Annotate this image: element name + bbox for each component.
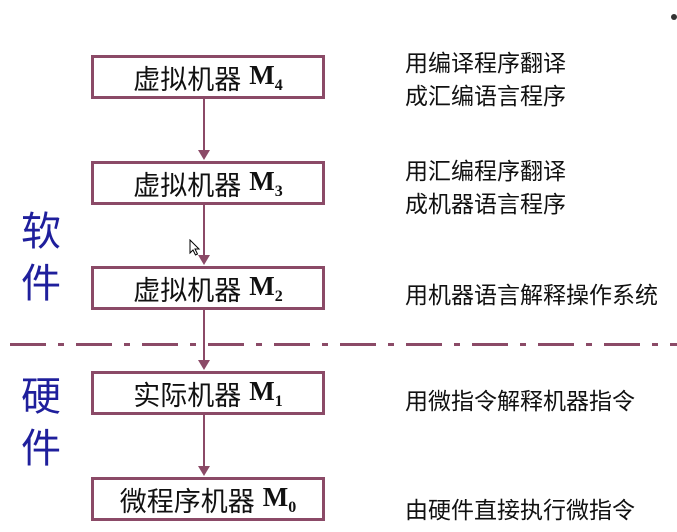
level-box-label: 虚拟机器 [133,170,242,202]
machine-symbol: M4 [249,59,283,94]
machine-symbol: M1 [249,375,283,410]
description-m4: 用编译程序翻译 成汇编语言程序 [405,48,677,114]
arrow-down-icon [198,415,210,476]
software-hardware-divider [10,343,677,346]
description-m0: 由硬件直接执行微指令 [405,495,677,528]
level-box-m1: 实际机器 M1 [91,371,325,415]
description-m3: 用汇编程序翻译 成机器语言程序 [405,156,677,222]
level-box-label: 虚拟机器 [133,64,242,96]
description-line: 成机器语言程序 [405,192,566,218]
hardware-char-1: 硬 [21,374,61,420]
description-line: 用微指令解释机器指令 [405,389,635,415]
description-m2: 用机器语言解释操作系统 [405,280,677,313]
hardware-label: 硬 件 [16,371,66,475]
machine-symbol: M3 [249,165,283,200]
corner-dot [671,14,677,20]
level-box-label: 虚拟机器 [133,275,242,307]
level-box-m3: 虚拟机器 M3 [91,161,325,205]
arrow-down-icon [198,205,210,265]
machine-symbol: M0 [262,481,297,516]
level-box-m0: 微程序机器 M0 [91,477,325,521]
level-box-label: 实际机器 [133,380,242,412]
arrow-down-icon [198,310,210,370]
software-char-2: 件 [21,261,61,307]
description-line: 用汇编程序翻译 [405,159,566,185]
level-box-m2: 虚拟机器 M2 [91,266,325,310]
description-line: 用机器语言解释操作系统 [405,283,658,309]
description-line: 用编译程序翻译 [405,51,566,77]
hardware-char-2: 件 [21,426,61,472]
level-box-m4: 虚拟机器 M4 [91,55,325,99]
mouse-pointer-icon [189,239,201,256]
machine-symbol: M2 [249,270,283,305]
description-line: 由硬件直接执行微指令 [405,498,635,524]
arrow-down-icon [198,99,210,160]
level-box-label: 微程序机器 [119,486,255,518]
description-line: 成汇编语言程序 [405,84,566,110]
description-m1: 用微指令解释机器指令 [405,386,677,419]
software-char-1: 软 [21,209,61,255]
software-label: 软 件 [16,206,66,310]
